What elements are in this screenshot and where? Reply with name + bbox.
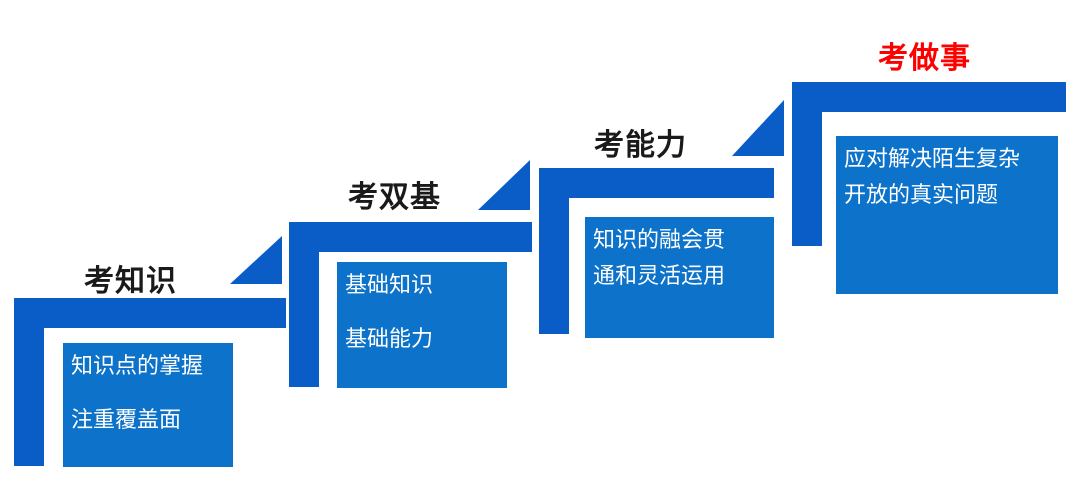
step-3-line-1: 知识的融会贯	[593, 228, 726, 253]
step-2-line-2: 基础能力	[345, 327, 434, 352]
step-3-triangle	[732, 100, 784, 156]
step-2-triangle	[478, 160, 530, 210]
step-1-horizontal-bar	[14, 298, 286, 328]
step-3-line-2: 通和灵活运用	[593, 264, 726, 289]
step-4-content-box: 应对解决陌生复杂 开放的真实问题	[836, 136, 1058, 294]
step-2-title: 考双基	[348, 180, 441, 215]
step-4-horizontal-bar	[792, 82, 1066, 112]
step-1-triangle	[230, 236, 282, 284]
step-3-content-box: 知识的融会贯 通和灵活运用	[585, 217, 774, 338]
step-1-line-2: 注重覆盖面	[71, 408, 182, 433]
step-4-vertical-bar	[792, 82, 822, 246]
step-2-content-box: 基础知识 基础能力	[337, 262, 507, 388]
step-4-title: 考做事	[878, 41, 971, 76]
step-2-line-1: 基础知识	[345, 273, 434, 298]
step-1-vertical-bar	[14, 298, 44, 466]
step-2-horizontal-bar	[289, 222, 532, 252]
step-3-vertical-bar	[539, 168, 569, 334]
step-4-line-2: 开放的真实问题	[844, 183, 999, 208]
step-1-title: 考知识	[84, 264, 177, 299]
step-2-vertical-bar	[289, 222, 319, 387]
step-1-content-box: 知识点的掌握 注重覆盖面	[63, 343, 233, 467]
step-3-horizontal-bar	[539, 168, 774, 198]
step-1-line-1: 知识点的掌握	[71, 354, 204, 379]
step-3-title: 考能力	[594, 128, 687, 163]
step-4-line-1: 应对解决陌生复杂	[844, 147, 1021, 172]
